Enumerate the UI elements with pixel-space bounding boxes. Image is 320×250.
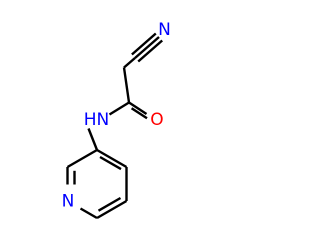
molecule-diagram: N O HN N	[62, 20, 171, 220]
atom-label-nitrile-n: N	[158, 20, 171, 40]
bond-carbonyl-nh	[108, 101, 130, 116]
atom-label-carbonyl-o: O	[150, 110, 163, 130]
bond-ch2-carbonyl	[122, 67, 131, 103]
bond-carbonyl-double	[128, 101, 148, 120]
pyridine-ring	[66, 148, 128, 220]
bond-ch2-cn	[123, 57, 136, 69]
bond-nitrile-triple	[131, 32, 163, 63]
atom-label-amide-nh: HN	[84, 110, 110, 130]
bond-nh-ring	[87, 128, 99, 151]
atom-label-pyridine-n: N	[62, 192, 75, 212]
